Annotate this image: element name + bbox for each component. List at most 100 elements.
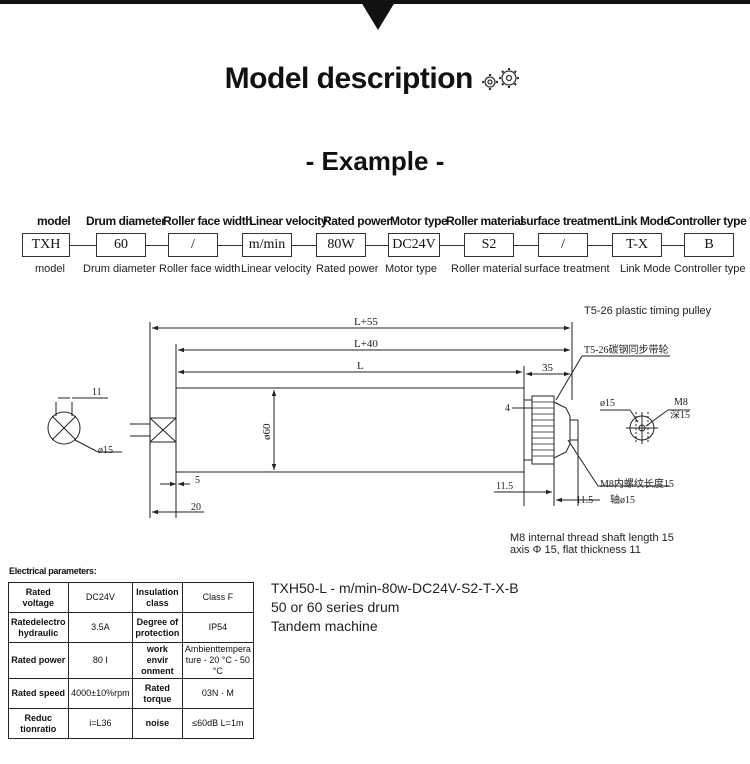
- axis-note: axis Φ 15, flat thickness 11: [510, 544, 641, 556]
- dim-11-5-a: 11.5: [496, 481, 513, 492]
- specs-title: Electrical parameters:: [9, 566, 97, 576]
- code-rated-power: 80W: [316, 233, 366, 257]
- header-controller-type: Controller type: [667, 214, 747, 228]
- header-drum-diameter: Drum diameter: [86, 214, 166, 228]
- model-description-text: TXH50-L - m/min-80w-DC24V-S2-T-X-B 50 or…: [271, 579, 519, 636]
- dim-11-5-b: 11.5: [576, 495, 593, 506]
- dia-15-left: ø15: [98, 445, 113, 456]
- sublabel-model: model: [35, 263, 65, 275]
- pulley-cn-label: T5-26碳钢同步带轮: [584, 343, 668, 356]
- header-motor-type: Motor type: [390, 214, 448, 228]
- table-row: Rated voltage DC24V Insulation class Cla…: [8, 582, 255, 613]
- header-roller-material: Roller material: [446, 214, 524, 228]
- dim-l-plus-40: L+40: [354, 338, 378, 350]
- sublabel-motor-type: Motor type: [385, 263, 437, 275]
- dim-dia-60: ø60: [261, 423, 273, 440]
- code-linear-velocity: m/min: [242, 233, 292, 257]
- header-roller-face-width: Roller face width: [163, 214, 253, 228]
- spec-value: 4000±10%rpm: [67, 678, 134, 709]
- page-title: Model description: [224, 62, 474, 95]
- spec-label: Ratedelectro hydraulic: [8, 612, 69, 643]
- header-linear-velocity: Linear velocity: [249, 214, 328, 228]
- spec-value: Ambienttempera ture - 20 °C - 50 °C: [181, 642, 255, 679]
- spec-value: ≤60dB L=1m: [181, 708, 255, 739]
- dim-l: L: [357, 360, 364, 372]
- sublabel-controller-type: Controller type: [674, 263, 746, 275]
- spec-value: 03N · M: [181, 678, 255, 709]
- drum-body: [175, 387, 525, 473]
- connector: [218, 245, 242, 246]
- table-row: Ratedelectro hydraulic 3.5A Degree of pr…: [8, 612, 255, 643]
- spec-label: Reduc tionratio: [8, 708, 69, 739]
- sublabel-linear-velocity: Linear velocity: [241, 263, 312, 275]
- gears-icon: [482, 68, 520, 90]
- header-surface-treatment: surface treatment: [520, 214, 614, 228]
- dia-15-right: ø15: [600, 398, 615, 409]
- code-sublabels: model Drum diameter Roller face width Li…: [0, 263, 750, 279]
- code-roller-face-width: /: [168, 233, 218, 257]
- header-link-mode: Link Mode: [614, 214, 670, 228]
- title-block: Model description: [0, 62, 750, 96]
- connector: [366, 245, 388, 246]
- thread-note: M8 internal thread shaft length 15: [510, 532, 674, 544]
- dim-20: 20: [191, 502, 201, 513]
- model-code-row: TXH 60 / m/min 80W DC24V S2 / T-X B: [0, 233, 750, 259]
- sublabel-link-mode: Link Mode: [620, 263, 671, 275]
- thread-cn-label: M8内螺纹长度15: [600, 477, 674, 490]
- left-end-view: [47, 411, 81, 445]
- dim-4: 4: [505, 403, 510, 414]
- pulley-note: T5-26 plastic timing pulley: [584, 305, 712, 317]
- connector: [514, 245, 538, 246]
- table-row: Reduc tionratio i=L36 noise ≤60dB L=1m: [8, 708, 255, 739]
- connector: [588, 245, 612, 246]
- code-headers: model Drum diameter Roller face width Li…: [0, 214, 750, 230]
- spec-value: 3.5A: [67, 612, 134, 643]
- code-motor-type: DC24V: [388, 233, 440, 257]
- down-arrow-icon: [361, 2, 395, 30]
- code-surface-treatment: /: [538, 233, 588, 257]
- spec-label: work envir onment: [132, 642, 183, 679]
- spec-label: Degree of protection: [132, 612, 183, 643]
- spec-label: Rated torque: [132, 678, 183, 709]
- spec-label: Rated speed: [8, 678, 69, 709]
- sublabel-surface-treatment: surface treatment: [524, 263, 610, 275]
- spec-value: IP54: [181, 612, 255, 643]
- m8-label: M8: [674, 397, 688, 408]
- machine-line: Tandem machine: [271, 618, 378, 634]
- spec-label: Rated voltage: [8, 582, 69, 613]
- code-model: TXH: [22, 233, 70, 257]
- table-row: Rated power 80 I work envir onment Ambie…: [8, 642, 255, 679]
- sublabel-roller-material: Roller material: [451, 263, 522, 275]
- spec-value: DC24V: [67, 582, 134, 613]
- connector: [70, 245, 96, 246]
- connector: [292, 245, 316, 246]
- spec-value: Class F: [181, 582, 255, 613]
- electrical-parameters-table: Rated voltage DC24V Insulation class Cla…: [8, 582, 255, 739]
- left-shaft: [149, 417, 177, 443]
- dim-l-plus-55: L+55: [354, 316, 378, 328]
- spec-label: Rated power: [8, 642, 69, 679]
- connector: [146, 245, 168, 246]
- shaft-cn-label: 轴ø15: [610, 493, 635, 506]
- spec-label: noise: [132, 708, 183, 739]
- connector: [662, 245, 684, 246]
- dim-11-left: 11: [92, 387, 102, 398]
- sublabel-roller-face-width: Roller face width: [159, 263, 241, 275]
- depth-label: 深15: [670, 409, 690, 421]
- spec-value: 80 I: [67, 642, 134, 679]
- technical-drawing: T5-26 plastic timing pulley L+55 L+40 L …: [47, 305, 712, 556]
- spec-label: Insulation class: [132, 582, 183, 613]
- sublabel-rated-power: Rated power: [316, 263, 379, 275]
- sublabel-drum-diameter: Drum diameter: [83, 263, 156, 275]
- code-drum-diameter: 60: [96, 233, 146, 257]
- code-controller-type: B: [684, 233, 734, 257]
- header-rated-power: Rated power: [323, 214, 391, 228]
- connector: [440, 245, 464, 246]
- example-heading: - Example -: [305, 146, 445, 176]
- dim-5: 5: [195, 475, 200, 486]
- timing-pulley: [531, 395, 555, 465]
- table-row: Rated speed 4000±10%rpm Rated torque 03N…: [8, 678, 255, 709]
- series-line: 50 or 60 series drum: [271, 599, 400, 615]
- spec-value: i=L36: [67, 708, 134, 739]
- header-model: model: [37, 214, 71, 228]
